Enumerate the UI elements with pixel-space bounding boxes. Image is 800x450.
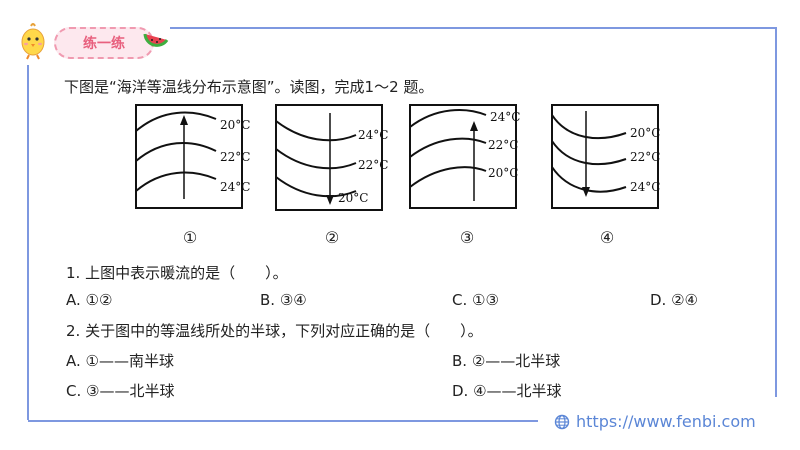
practice-badge: 练一练 [54,27,154,59]
isotherm-diagram-2: 24°C 22°C 20°C [272,101,402,213]
isotherm-diagram-4: 20°C 22°C 24°C [548,101,678,211]
isotherm-label: 24°C [630,180,660,194]
isotherm-label: 20°C [220,118,250,132]
diagram-marker-4: ④ [599,228,615,247]
frame-top-line [170,27,777,29]
q1-option-d[interactable]: D. ②④ [650,291,698,309]
diagram-marker-2: ② [324,228,340,247]
isotherm-label: 24°C [220,180,250,194]
isotherm-label: 22°C [488,138,518,152]
frame-right-line [775,27,777,397]
q1-option-c[interactable]: C. ①③ [452,291,499,309]
frame-left-line [27,65,29,420]
footer-url[interactable]: https://www.fenbi.com [576,412,756,431]
diagram-marker-3: ③ [459,228,475,247]
diagram-marker-1: ① [182,228,198,247]
isotherm-diagram-3: 24°C 22°C 20°C [406,101,536,211]
isotherm-label: 20°C [630,126,660,140]
q1-option-b[interactable]: B. ③④ [260,291,307,309]
q2-option-c[interactable]: C. ③——北半球 [66,382,175,400]
footer-link[interactable]: https://www.fenbi.com [554,412,756,431]
globe-icon [554,414,570,429]
isotherm-label: 20°C [338,191,368,205]
isotherm-label: 20°C [488,166,518,180]
isotherm-label: 24°C [490,110,520,124]
isotherm-label: 22°C [630,150,660,164]
q2-option-a[interactable]: A. ①——南半球 [66,352,174,370]
q2-option-d[interactable]: D. ④——北半球 [452,382,562,400]
q1-option-a[interactable]: A. ①② [66,291,113,309]
frame-bottom-line [28,420,538,422]
isotherm-label: 22°C [358,158,388,172]
q2-option-b[interactable]: B. ②——北半球 [452,352,561,370]
question-2-text: 2. 关于图中的等温线所处的半球，下列对应正确的是（ ）。 [66,322,483,340]
intro-text: 下图是“海洋等温线分布示意图”。读图，完成1～2 题。 [64,78,434,96]
chick-icon [21,23,45,60]
watermelon-icon [143,33,169,47]
isotherm-label: 24°C [358,128,388,142]
question-1-text: 1. 上图中表示暖流的是（ ）。 [66,264,288,282]
badge-label: 练一练 [83,36,125,52]
isotherm-diagram-1: 20°C 22°C 24°C [132,101,262,211]
isotherm-label: 22°C [220,150,250,164]
